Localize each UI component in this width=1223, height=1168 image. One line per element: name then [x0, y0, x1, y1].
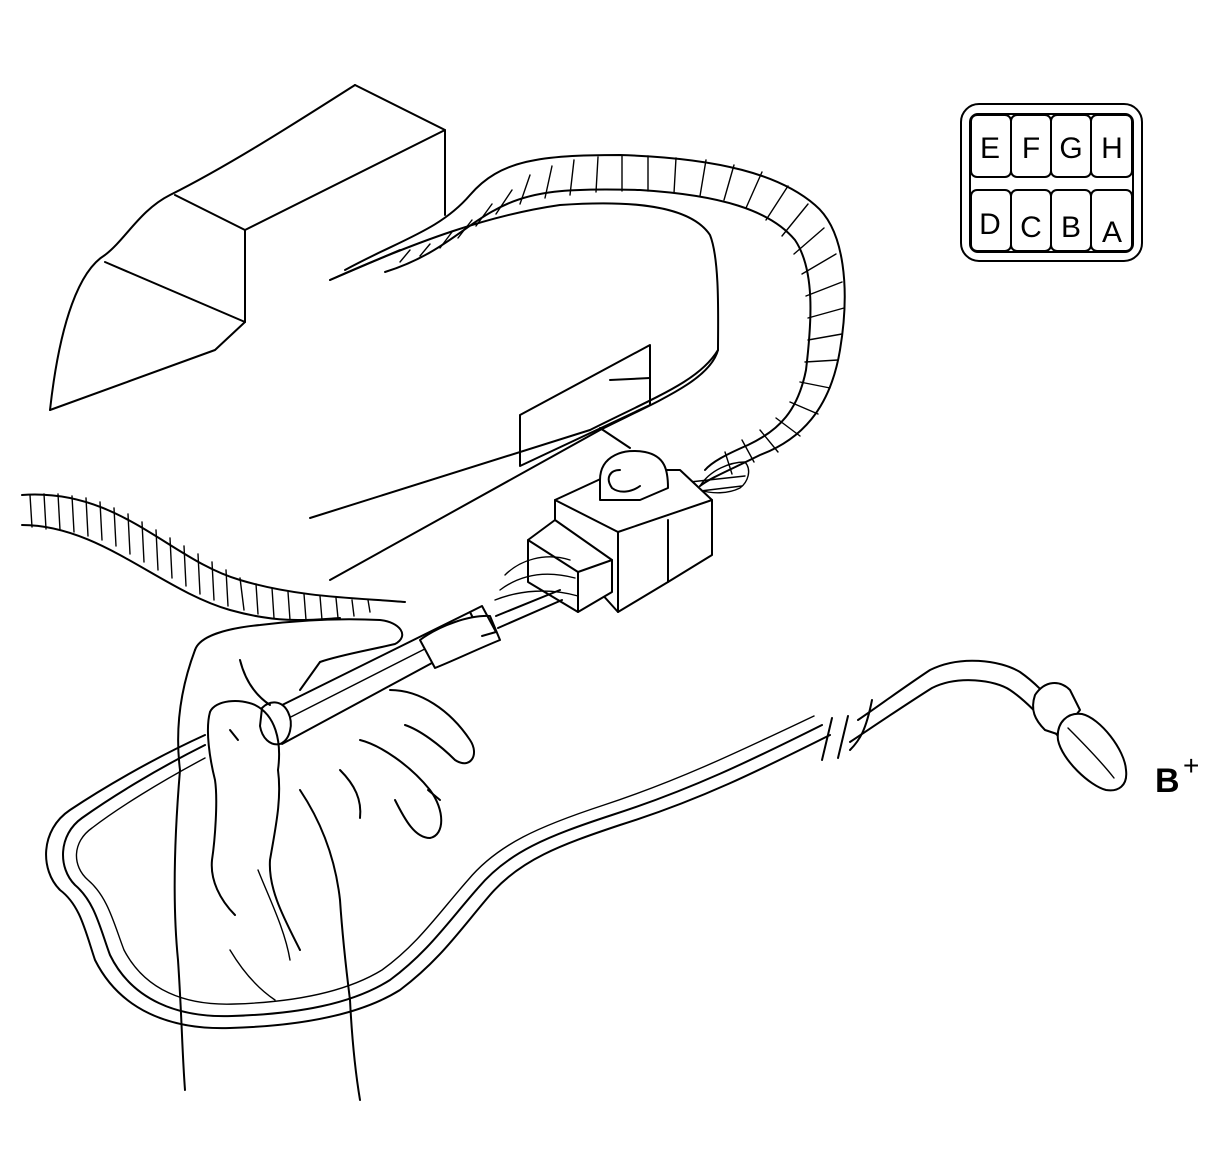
terminal-label-superscript: +	[1183, 750, 1199, 781]
terminal-label-text: B	[1155, 762, 1180, 800]
pin-label: E	[980, 132, 1000, 165]
left-harness-loom	[21, 493, 406, 622]
pin-label: A	[1102, 216, 1122, 249]
connector-pinout-inset: E F G H D C B A	[960, 103, 1143, 262]
pin-label: F	[1022, 132, 1040, 165]
pin-label: C	[1020, 211, 1042, 244]
pinout-bottom-row: D C B A	[970, 189, 1133, 252]
pin-label: D	[979, 208, 1001, 241]
terminal-label: B +	[1155, 750, 1199, 800]
pin-label: B	[1061, 211, 1081, 244]
technician-hand	[173, 618, 475, 1101]
pin-label: H	[1101, 132, 1123, 165]
pinout-top-row: E F G H	[970, 114, 1133, 178]
harness-connector	[494, 450, 713, 613]
jumper-wire	[45, 659, 1128, 1030]
pin-label: G	[1059, 132, 1082, 165]
wiring-harness-loom	[344, 154, 846, 494]
